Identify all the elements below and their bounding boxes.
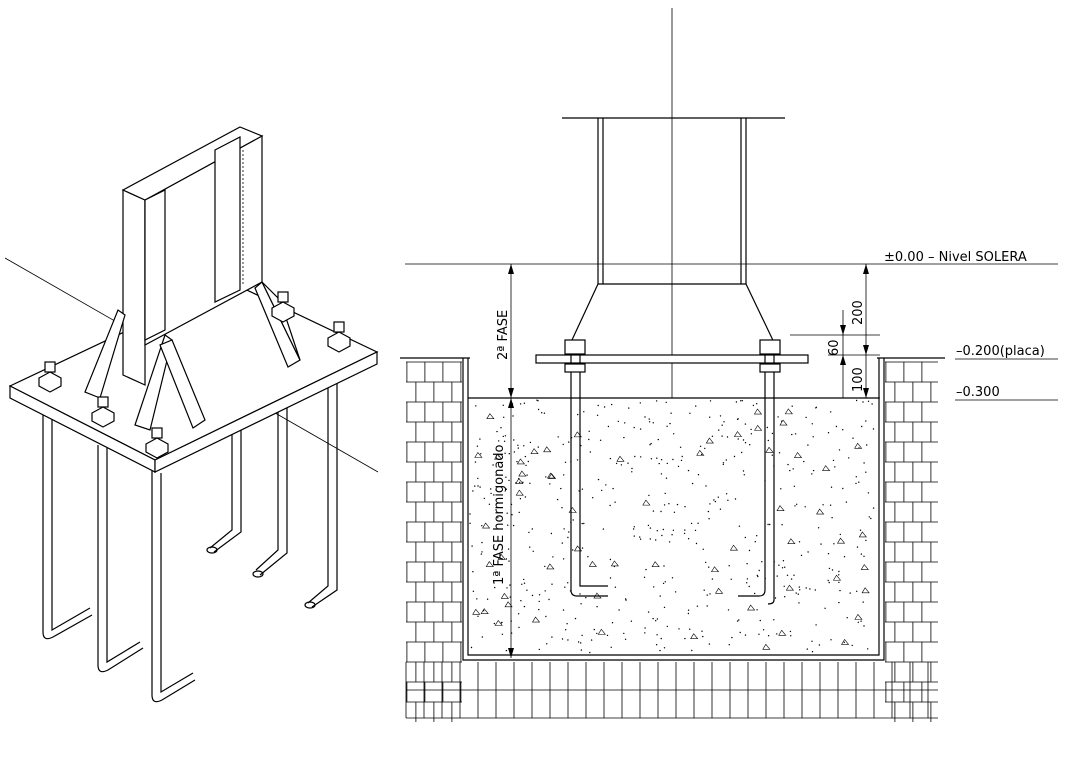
iso-anchor-bars — [42, 373, 338, 703]
section-view: ±0.00 – Nivel SOLERA –0.200(placa) –0.30… — [400, 8, 1058, 722]
iso-column — [121, 126, 264, 386]
section-anchor-bolts — [564, 339, 781, 605]
level-label-concrete: –0.300 — [956, 385, 1000, 400]
concrete-fill — [468, 397, 879, 654]
soil-hatch — [400, 357, 945, 722]
iso-bolts — [38, 291, 351, 459]
isometric-view — [4, 126, 379, 703]
phase-label-second: 2ª FASE — [496, 310, 511, 360]
bolt-icon — [38, 361, 62, 393]
bolt-icon — [91, 396, 115, 428]
nut-icon — [564, 339, 586, 373]
level-lines — [405, 263, 1058, 401]
dimension-200: 200 — [851, 300, 866, 325]
section-column — [562, 117, 785, 356]
bolt-icon — [327, 321, 351, 353]
bolt-icon — [271, 291, 295, 323]
phase-label-first: 1ª FASE hormigonado — [492, 444, 507, 585]
section-base-plate — [535, 354, 809, 364]
dimension-lines — [508, 264, 869, 658]
bolt-icon — [145, 427, 169, 459]
level-label-plate: –0.200(placa) — [956, 344, 1045, 359]
level-label-ground: ±0.00 – Nivel SOLERA — [884, 250, 1027, 265]
dimension-60: 60 — [827, 339, 842, 356]
dimension-100: 100 — [851, 367, 866, 392]
nut-icon — [759, 339, 781, 373]
